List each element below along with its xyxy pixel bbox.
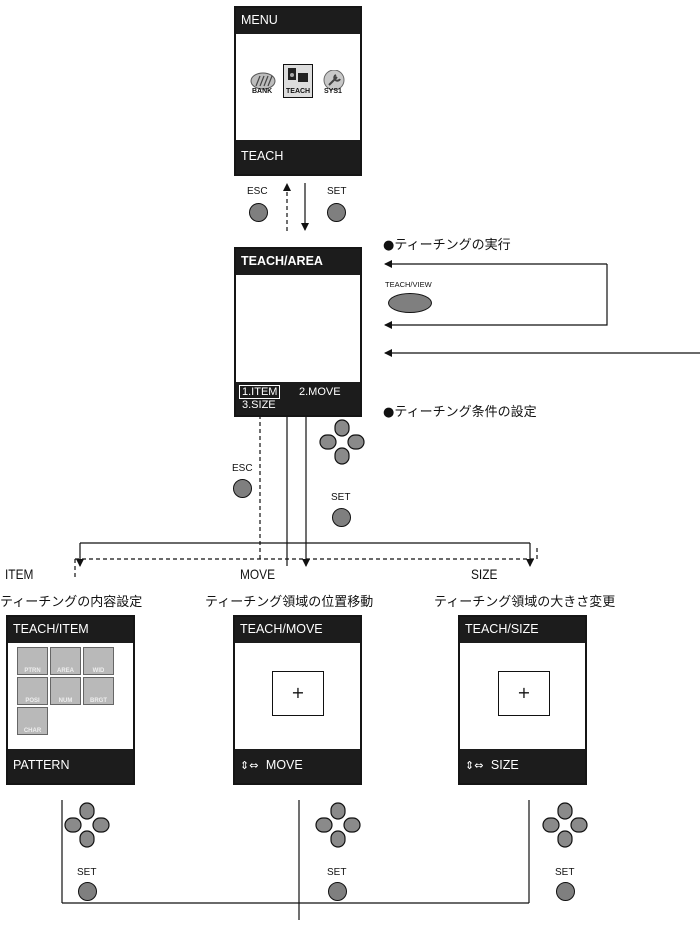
size-target-box: + <box>498 671 550 716</box>
area-icon[interactable]: AREA <box>50 647 81 675</box>
size-heading: SIZE <box>471 566 498 582</box>
set-label-move: SET <box>327 867 347 878</box>
bank-icon[interactable]: BANK <box>250 72 276 96</box>
menu-item-item[interactable]: 1.ITEM <box>239 385 281 399</box>
move-target-box: + <box>272 671 324 716</box>
set-button-top[interactable] <box>327 203 346 222</box>
item-caption: ティーチングの内容設定 <box>0 595 143 610</box>
settings-note: ●ティーチング条件の設定 <box>383 405 537 420</box>
esc-button-mid[interactable] <box>233 479 252 498</box>
direction-pad-item[interactable] <box>63 801 111 849</box>
item-heading: ITEM <box>5 566 34 582</box>
menu-screen: MENU BANK TEACH SYS1 TEACH <box>234 6 362 176</box>
move-caption: ティーチング領域の位置移動 <box>205 595 374 610</box>
teach-area-menu: 1.ITEM 2.MOVE 3.SIZE <box>236 382 360 415</box>
teach-area-screen: TEACH/AREA 1.ITEM 2.MOVE 3.SIZE <box>234 247 362 417</box>
area-label: AREA <box>56 668 74 674</box>
size-caption: ティーチング領域の大きさ変更 <box>434 595 616 610</box>
teach-label: TEACH <box>286 88 311 95</box>
set-label-top: SET <box>327 186 347 197</box>
position-label: POSI <box>25 698 40 704</box>
set-button-mid[interactable] <box>332 508 351 527</box>
teach-item-screen: TEACH/ITEM PTRN AREA WID POSI NUM BRGT C… <box>6 615 135 785</box>
teach-item-title: TEACH/ITEM <box>8 617 133 643</box>
bank-label: BANK <box>252 88 273 95</box>
set-button-item[interactable] <box>78 882 97 901</box>
move-footer-label: MOVE <box>265 758 303 772</box>
set-button-move[interactable] <box>328 882 347 901</box>
size-arrows-icon: ⇕⇔ <box>465 759 484 772</box>
character-label: CHAR <box>23 728 42 734</box>
character-icon[interactable]: CHAR <box>17 707 48 735</box>
system-icon[interactable]: SYS1 <box>321 69 347 96</box>
system-label: SYS1 <box>324 88 342 95</box>
teach-view-button[interactable] <box>388 293 432 313</box>
menu-footer: TEACH <box>236 140 360 174</box>
move-heading: MOVE <box>240 566 276 582</box>
set-button-size[interactable] <box>556 882 575 901</box>
teach-move-screen: TEACH/MOVE + ⇕⇔ MOVE <box>233 615 362 785</box>
teach-move-footer: ⇕⇔ MOVE <box>235 749 360 783</box>
size-target-symbol: + <box>517 683 531 702</box>
menu-item-move[interactable]: 2.MOVE <box>299 386 341 398</box>
brightness-icon[interactable]: BRGT <box>83 677 114 705</box>
move-target-symbol: + <box>291 683 305 702</box>
set-label-item: SET <box>77 867 97 878</box>
number-label: NUM <box>58 698 73 704</box>
pattern-label: PTRN <box>24 668 41 674</box>
direction-pad-move[interactable] <box>314 801 362 849</box>
brightness-label: BRGT <box>90 698 107 704</box>
teach-size-title: TEACH/SIZE <box>460 617 585 643</box>
size-footer-label: SIZE <box>490 758 519 772</box>
set-label-mid: SET <box>331 492 351 503</box>
teach-size-footer: ⇕⇔ SIZE <box>460 749 585 783</box>
teach-view-label: TEACH/VIEW <box>385 280 432 289</box>
menu-item-size[interactable]: 3.SIZE <box>242 399 276 411</box>
execute-note: ●ティーチングの実行 <box>383 238 511 253</box>
direction-pad-size[interactable] <box>541 801 589 849</box>
pattern-icon[interactable]: PTRN <box>17 647 48 675</box>
width-label: WID <box>92 668 105 674</box>
width-icon[interactable]: WID <box>83 647 114 675</box>
esc-button-top[interactable] <box>249 203 268 222</box>
teach-item-footer: PATTERN <box>8 749 133 783</box>
teach-icon[interactable]: TEACH <box>283 64 313 98</box>
set-label-size: SET <box>555 867 575 878</box>
number-icon[interactable]: NUM <box>50 677 81 705</box>
teach-area-title: TEACH/AREA <box>236 249 360 275</box>
menu-title: MENU <box>236 8 360 34</box>
teach-move-title: TEACH/MOVE <box>235 617 360 643</box>
esc-label-top: ESC <box>247 186 268 197</box>
teach-size-screen: TEACH/SIZE + ⇕⇔ SIZE <box>458 615 587 785</box>
direction-pad-mid[interactable] <box>318 418 366 466</box>
move-arrows-icon: ⇕⇔ <box>240 759 259 772</box>
esc-label-mid: ESC <box>232 463 253 474</box>
position-icon[interactable]: POSI <box>17 677 48 705</box>
